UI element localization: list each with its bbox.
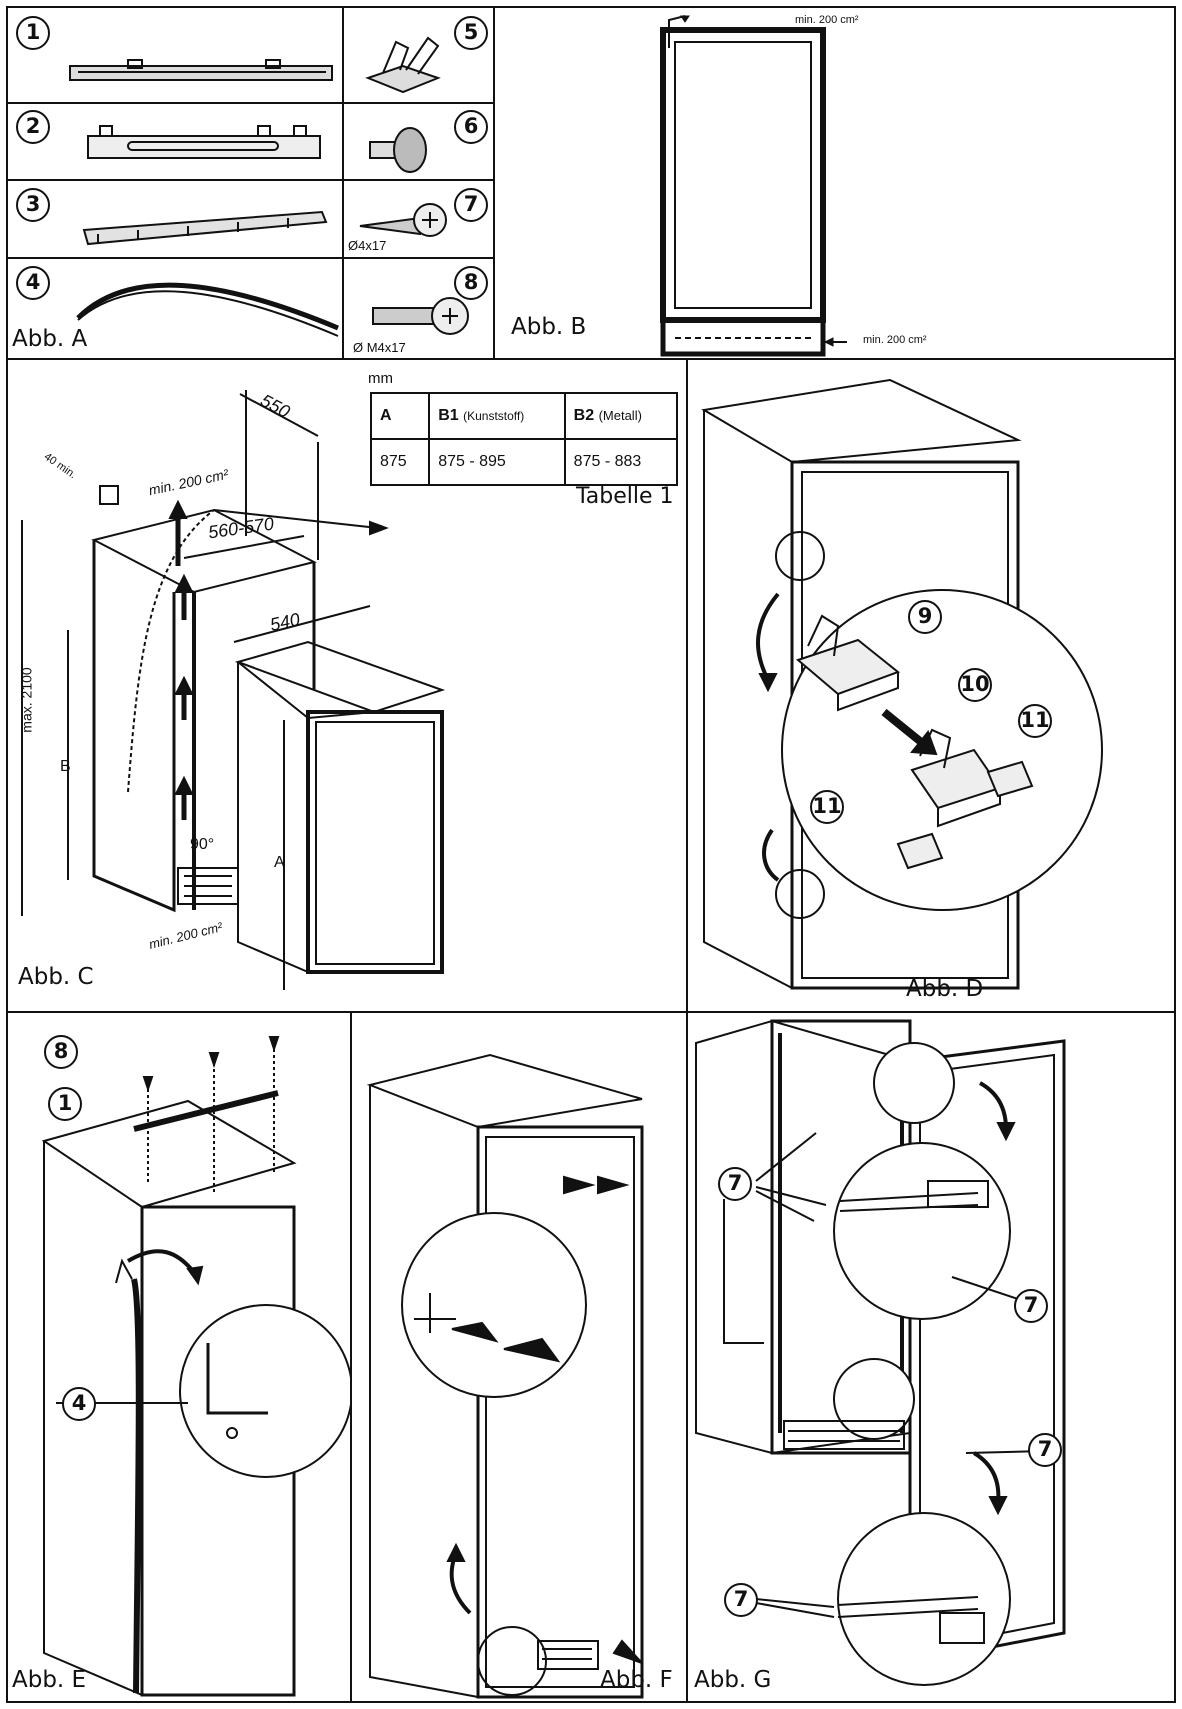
figure-c-drawing [21,390,446,990]
figure-c-label: Abb. C [18,964,94,990]
table-header-b2-text: B2 [573,407,595,424]
figure-e-label: Abb. E [12,1667,87,1693]
part-number-6: 6 [454,110,488,144]
part-number-7-upper-left: 7 [718,1167,752,1201]
part-number-5: 5 [454,16,488,50]
dimension-b: B [60,758,71,775]
figure-b-vent-bottom: min. 200 cm² [863,334,927,346]
table-header-b1-note: (Kunststoff) [463,409,525,423]
table-value-b1: 875 - 895 [428,438,566,486]
part-number-11-right: 11 [1018,704,1052,738]
figure-a-label: Abb. A [12,326,88,352]
figure-b-panel: min. 200 cm² min. 200 cm² Abb. B [493,6,1176,360]
part-number-7: 7 [454,188,488,222]
part-number-10: 10 [958,668,992,702]
table-value-a: 875 [369,438,431,486]
table-header-b2-note: (Metall) [598,408,642,423]
figure-d-label: Abb. D [906,976,984,1002]
part-number-2: 2 [16,110,50,144]
part-number-9: 9 [908,600,942,634]
part-number-4: 4 [16,266,50,300]
table-caption: Tabelle 1 [576,484,674,509]
figure-e-drawing [41,1036,350,1697]
figure-g-label: Abb. G [694,1667,772,1693]
part-number-1: 1 [16,16,50,50]
figure-b-label: Abb. B [511,314,587,340]
part-number-1-fig-e: 1 [48,1087,82,1121]
figure-f-drawing [366,1053,644,1699]
table-header-a-text: A [380,407,392,424]
part-number-7-lower-right: 7 [1028,1433,1062,1467]
figure-b-drawing [660,15,847,357]
table-value-b2: 875 - 883 [563,438,679,486]
table-header-a: A [369,392,431,440]
part-number-7-right: 7 [1014,1289,1048,1323]
part-number-8-fig-e: 8 [44,1035,78,1069]
figure-a-drawing [8,8,493,358]
figure-d-drawing [701,378,1103,990]
figure-b-vent-top: min. 200 cm² [795,14,859,26]
part-number-4-fig-e: 4 [62,1387,96,1421]
figure-f-panel: Abb. F [350,1011,688,1703]
table-header-b1-text: B1 [438,407,459,424]
dimension-a: A [274,854,285,871]
table-header-b1: B1 (Kunststoff) [428,392,566,440]
dimension-angle: 90° [190,836,215,853]
figure-a-panel: 1 2 3 4 5 6 7 8 Ø4x17 Ø M4x17 Abb. A [6,6,495,360]
figure-c-panel: 550 560-570 540 max. 2100 40 min. min. 2… [6,358,688,1013]
part-number-7-lower-left: 7 [724,1583,758,1617]
figure-d-panel: 9 10 11 11 Abb. D [686,358,1176,1013]
screw-7-size: Ø4x17 [348,238,387,253]
figure-f-label: Abb. F [600,1667,673,1693]
table-unit: mm [368,370,393,387]
part-number-8: 8 [454,266,488,300]
screw-8-size: Ø M4x17 [353,340,406,355]
figure-g-panel: 7 7 7 7 Abb. G [686,1011,1176,1703]
table-header-b2: B2 (Metall) [563,392,679,440]
part-number-11-left: 11 [810,790,844,824]
figure-g-drawing [695,1019,1066,1686]
dimension-max-height: max. 2100 [18,667,35,733]
dimension-table: A B1 (Kunststoff) B2 (Metall) 875 875 - … [369,392,679,486]
figure-e-panel: 8 1 4 Abb. E [6,1011,352,1703]
part-number-3: 3 [16,188,50,222]
